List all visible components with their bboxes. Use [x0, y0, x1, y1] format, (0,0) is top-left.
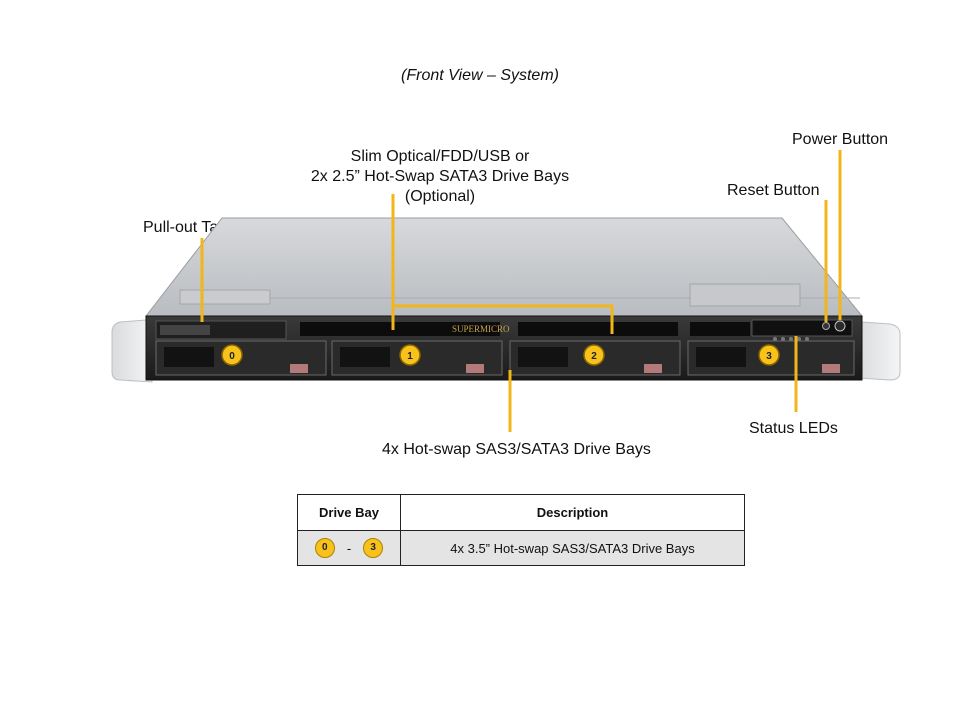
drive-bay-range-cell: 0-3	[297, 530, 401, 566]
bay-badge-1-text: 1	[407, 351, 413, 362]
power-button-shape	[834, 320, 846, 332]
figure-caption: (Front View – System)	[401, 67, 559, 84]
bay-badge-0-text: 0	[229, 351, 235, 362]
table-header-row: Drive Bay Description	[297, 494, 745, 531]
led-5	[805, 337, 809, 341]
bay-range-separator: -	[346, 540, 352, 556]
slim-optical-label-line3: (Optional)	[404, 188, 476, 205]
drive-bays-label: 4x Hot-swap SAS3/SATA3 Drive Bays	[382, 441, 651, 458]
header-description: Description	[400, 494, 745, 531]
bay-badge-1: 1	[399, 344, 421, 366]
drive-bay-table: Drive Bay Description 0-3 4x 3.5” Hot-sw…	[297, 494, 745, 566]
power-button-label: Power Button	[792, 131, 889, 148]
slim-optical-label-line1: Slim Optical/FDD/USB or	[350, 148, 530, 165]
bay-badge-2-text: 2	[591, 351, 597, 362]
led-4	[797, 337, 801, 341]
right-rack-ear	[857, 321, 901, 381]
left-rack-ear	[111, 319, 153, 383]
led-3	[789, 337, 793, 341]
bay-badge-3: 3	[758, 344, 780, 366]
bay-badge-0: 0	[221, 344, 243, 366]
bay-badge-3-text: 3	[766, 351, 772, 362]
led-1	[773, 337, 777, 341]
description-cell: 4x 3.5” Hot-swap SAS3/SATA3 Drive Bays	[400, 530, 745, 566]
brand-logo: SUPERMICRO	[452, 324, 510, 334]
status-leds-label: Status LEDs	[749, 420, 838, 437]
header-drive-bay: Drive Bay	[297, 494, 401, 531]
table-row: 0-3 4x 3.5” Hot-swap SAS3/SATA3 Drive Ba…	[297, 530, 745, 566]
slim-optical-label-line2: 2x 2.5” Hot-Swap SATA3 Drive Bays	[310, 168, 570, 185]
bay-badge-2: 2	[583, 344, 605, 366]
pull-out-tag-label: Pull-out Tag	[143, 219, 228, 236]
bay-range-end-badge: 3	[363, 538, 384, 558]
reset-button-shape	[822, 322, 830, 330]
led-2	[781, 337, 785, 341]
reset-button-label: Reset Button	[727, 182, 820, 199]
slim-optical-label: Slim Optical/FDD/USB or 2x 2.5” Hot-Swap…	[290, 147, 590, 207]
bay-range-start-badge: 0	[314, 538, 335, 558]
leader-slim-optical	[391, 194, 614, 334]
